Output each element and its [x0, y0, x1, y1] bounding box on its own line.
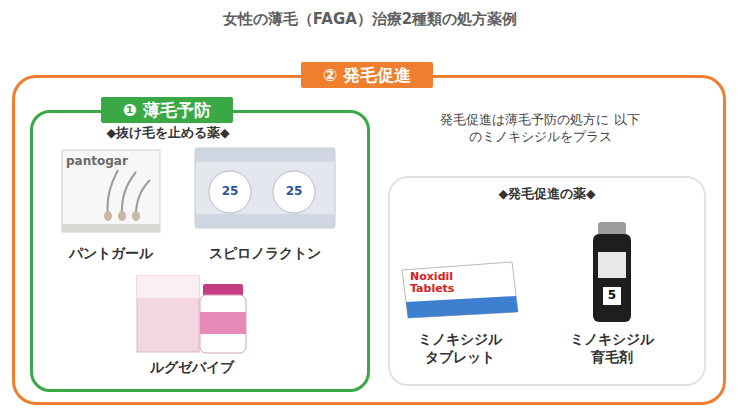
- luxevie-box: [137, 276, 199, 352]
- pill-imprint: 25: [222, 185, 239, 198]
- bottle-cap: [598, 222, 626, 236]
- strength-badge: [603, 287, 621, 305]
- group-heading: ◆発毛促進の薬◆: [498, 186, 595, 202]
- bottle-label: [598, 252, 626, 278]
- box-stripe: [62, 224, 160, 232]
- blister-strip: [195, 214, 335, 228]
- section-tab: ❶ 薄毛予防: [101, 97, 233, 123]
- group-heading: ◆抜け毛を止める薬◆: [106, 125, 229, 141]
- section-tab: ② 発毛促進: [301, 62, 433, 88]
- lotion-bottle: [593, 234, 631, 322]
- blister-pack: [195, 148, 335, 228]
- strength-number: 5: [608, 289, 616, 302]
- product-caption: ルグゼバイブ: [124, 358, 260, 376]
- pill: [273, 171, 315, 213]
- package-text: Noxidil Tablets: [410, 271, 472, 295]
- product-caption: パントガール: [49, 244, 173, 262]
- pill: [209, 171, 251, 213]
- note-text: 発毛促進は薄毛予防の処方に 以下のミノキシジルをプラス: [440, 112, 640, 146]
- pill-imprint: 25: [286, 185, 303, 198]
- bottle-label: [200, 312, 246, 334]
- package-text: pantogar: [66, 155, 128, 168]
- product-caption: ミノキシジル 育毛剤: [564, 330, 660, 366]
- product-item: ミノキシジル 育毛剤: [556, 212, 696, 372]
- box-top: [137, 276, 199, 298]
- diagram-title: 女性の薄毛（FAGA）治療2種類の処方薬例: [223, 10, 518, 30]
- box-band: [406, 296, 518, 318]
- product-item: スピロノラクトン: [188, 145, 342, 266]
- product-caption: ミノキシジル タブレット: [412, 330, 508, 366]
- bottle: [200, 295, 246, 353]
- prevention-region: パントガールスピロノラクトンルグゼバイブ❶ 薄毛予防◆抜け毛を止める薬◆: [30, 110, 370, 392]
- blister-strip: [195, 148, 335, 162]
- promotion-region: パントガールスピロノラクトンルグゼバイブ ❶ 薄毛予防 ◆抜け毛を止める薬◆ ミノキシ…: [12, 75, 726, 405]
- hair-drawing: [107, 170, 150, 215]
- pantogar-box: [62, 150, 160, 232]
- product-caption: スピロノラクトン: [190, 244, 340, 262]
- bottle-cap: [203, 284, 243, 296]
- noxidil-box: [402, 262, 518, 318]
- hair-roots: [104, 211, 140, 221]
- product-item: ルグゼバイブ: [122, 270, 262, 382]
